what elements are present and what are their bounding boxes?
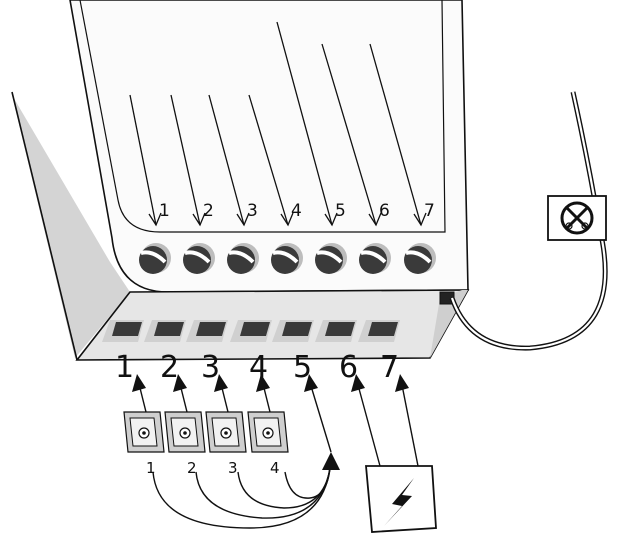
top-wire-line [129, 94, 157, 226]
switch-2: 2 [164, 374, 206, 477]
top-terminal-label: 1 [159, 201, 170, 221]
no-cut-scissors-icon [547, 195, 607, 241]
external-cable [449, 91, 608, 351]
bottom-terminal-slot [315, 320, 357, 342]
top-terminal-hole [227, 243, 259, 274]
bottom-terminal-label: 3 [201, 350, 220, 385]
top-terminal-hole [183, 243, 215, 274]
top-wire-arrow [324, 212, 338, 227]
top-wire-line [369, 43, 422, 226]
cable-inner [450, 91, 607, 350]
top-wire-arrow [368, 212, 382, 227]
top-wire-line [170, 94, 201, 226]
switch-1: 1 [123, 374, 165, 477]
top-terminal-hole [139, 243, 171, 274]
top-wire-arrow [236, 212, 250, 227]
switch-4: 4 [247, 374, 289, 477]
power-wire-6 [357, 384, 381, 467]
device-housing [11, 0, 470, 361]
switch-label: 4 [270, 459, 280, 477]
top-terminal-label: 2 [203, 201, 214, 221]
bottom-terminal-label: 7 [380, 350, 399, 385]
housing-top-panel [69, 0, 469, 293]
common-wire-4 [284, 467, 331, 499]
housing-inner-panel [79, 0, 446, 233]
top-wire-line [208, 94, 245, 226]
top-terminal-hole [315, 243, 347, 274]
switch-label: 2 [187, 459, 197, 477]
power-wire-7 [401, 384, 419, 467]
bottom-terminal-label: 5 [293, 350, 312, 385]
switch-group: 1 2 3 4 [123, 374, 289, 477]
common-wire-1 [152, 467, 331, 529]
top-wire-lines: 1 2 3 4 5 6 7 [129, 21, 435, 227]
top-terminal-label: 3 [247, 201, 258, 221]
lightning-bolt-icon [384, 478, 414, 526]
switch-label: 3 [228, 459, 238, 477]
bottom-terminal-label: 1 [115, 350, 134, 385]
switch-common-wires [152, 374, 340, 529]
top-wire-arrow [280, 212, 294, 227]
bottom-terminal-label: 4 [249, 350, 268, 385]
common-wire-3 [237, 467, 331, 509]
top-wire-arrow [413, 212, 427, 227]
power-supply [351, 374, 437, 533]
bottom-terminal-slot [358, 320, 400, 342]
top-wire-arrow [148, 212, 162, 227]
bottom-terminal-label: 6 [339, 350, 358, 385]
top-terminal-label: 5 [335, 201, 346, 221]
housing-side-face [12, 95, 130, 358]
switch-3: 3 [205, 374, 247, 477]
top-terminal-hole [359, 243, 391, 274]
common-arrow-head [322, 452, 340, 470]
terminal-6-arrow-head [351, 374, 365, 392]
top-wire-arrow [192, 212, 206, 227]
bottom-terminal-slots [102, 320, 400, 342]
common-wire-up [310, 385, 332, 453]
top-terminal-label: 6 [379, 201, 390, 221]
bottom-terminal-slot [102, 320, 144, 342]
bottom-terminal-slot [186, 320, 228, 342]
top-terminal-hole [404, 243, 436, 274]
bottom-terminal-slot [230, 320, 272, 342]
top-terminal-holes [139, 243, 436, 274]
top-wire-line [321, 43, 377, 226]
terminal-7-arrow-head [395, 374, 409, 392]
top-wire-line [276, 21, 333, 226]
bottom-terminal-label: 2 [160, 350, 179, 385]
top-terminal-label: 7 [424, 201, 435, 221]
top-terminal-hole [271, 243, 303, 274]
bottom-terminal-slot [272, 320, 314, 342]
housing-left-edge [11, 91, 78, 361]
top-terminal-label: 4 [291, 201, 302, 221]
terminal-5-arrow-head [304, 374, 318, 392]
top-wire-line [248, 94, 289, 226]
switch-label: 1 [146, 459, 156, 477]
housing-right-bevel [430, 290, 468, 358]
bottom-terminal-slot [144, 320, 186, 342]
